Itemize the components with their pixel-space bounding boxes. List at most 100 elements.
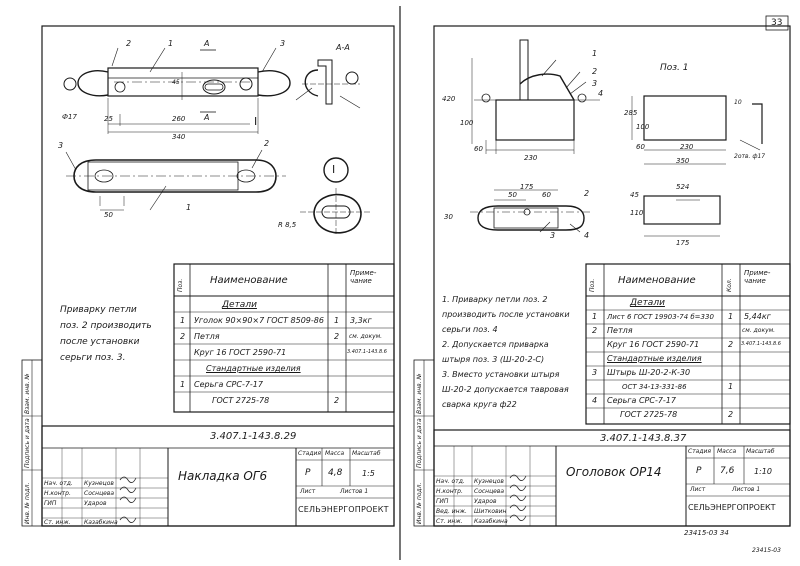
- left-row-1-note: 3,3кг: [350, 316, 372, 325]
- dim-340: 340: [172, 133, 186, 141]
- callout-2: 2: [126, 39, 132, 48]
- r-dim-524: 524: [676, 183, 690, 191]
- dim-25: 25: [104, 115, 113, 123]
- r-dim-175b: 175: [676, 239, 690, 247]
- r-staff-4-role: Ст. инж.: [436, 518, 463, 525]
- left-sheets: Листов 1: [340, 488, 369, 495]
- r-callout-4b: 4: [584, 231, 590, 240]
- r-dim-30: 30: [444, 213, 453, 221]
- left-staff-0-role: Нач. отд.: [44, 480, 73, 487]
- section-mark-top: А: [204, 39, 210, 48]
- left-head-scale: Масштаб: [352, 450, 381, 457]
- r-staff-3-role: Вед. инж.: [436, 508, 467, 515]
- left-note-2: поз. 2 производить: [60, 321, 152, 331]
- left-title: Накладка ОГ6: [178, 469, 268, 483]
- dim-50: 50: [104, 211, 113, 219]
- left-staff-4-role: Ст. инж.: [44, 519, 71, 526]
- left-row-2-name: Петля: [194, 332, 220, 341]
- r-org: СЕЛЬЭНЕРГОПРОЕКТ: [688, 503, 776, 512]
- r-row-2-note: см. докум.: [742, 327, 776, 334]
- r-row-4-name: Стандартные изделия: [607, 354, 702, 363]
- left-staff-1-role: Н.контр.: [44, 490, 71, 497]
- r-staff-4-name: Казабкина: [474, 518, 508, 525]
- callout-3b: 3: [58, 141, 64, 150]
- r-callout-4: 4: [598, 89, 604, 98]
- r-sheets: Листов 1: [732, 486, 761, 493]
- callout-1: 1: [168, 39, 174, 48]
- r-callout-3: 3: [592, 79, 598, 88]
- r-dim-60: 60: [474, 145, 483, 153]
- r-row-2-name: Петля: [607, 326, 633, 335]
- left-row-4-name: Стандартные изделия: [206, 364, 301, 373]
- r-dim-175: 175: [520, 183, 534, 191]
- r-callout-2b: 2: [584, 189, 590, 198]
- left-stage: Р: [305, 468, 311, 478]
- left-org: СЕЛЬЭНЕРГОПРОЕКТ: [298, 505, 389, 514]
- r-note-3: серьги поз. 4: [442, 325, 498, 334]
- left-head-stage: Стадия: [298, 450, 322, 457]
- dim-radius: R 8,5: [278, 221, 297, 229]
- r-callout-2: 2: [592, 67, 598, 76]
- r-dim-230: 230: [524, 154, 538, 162]
- section-label: А-А: [336, 43, 350, 52]
- dim-hole: Ф17: [62, 113, 77, 121]
- r-title: Оголовок ОР14: [566, 465, 662, 479]
- r-dim-110: 110: [630, 209, 644, 217]
- r-doc-code: 3.407.1-143.8.37: [600, 433, 687, 444]
- r-row-7-name: Серьга СРС-7-17: [607, 396, 676, 405]
- r-dim-285: 285: [624, 109, 638, 117]
- r-dim-100b: 100: [636, 123, 650, 131]
- left-col-pos: Поз.: [177, 278, 184, 292]
- left-staff-2-name: Ударов: [84, 500, 107, 507]
- r-sheet: Лист: [690, 486, 706, 493]
- left-row-3-note: 3.407.1-143.8.6: [347, 349, 387, 355]
- r-dim-420: 420: [442, 95, 456, 103]
- r-row-1-note: 5,44кг: [744, 312, 771, 321]
- r-dim-100: 100: [460, 119, 474, 127]
- left-col-note: Приме-чание: [350, 269, 377, 285]
- left-head-mass: Масса: [325, 450, 345, 457]
- left-row-2-pos: 2: [180, 332, 186, 341]
- left-row-1-qty: 1: [334, 316, 340, 325]
- left-note-3: после установки: [60, 337, 140, 347]
- left-scale: 1:5: [362, 469, 375, 478]
- page-number: 33: [771, 18, 783, 28]
- r-mass: 7,6: [720, 466, 735, 476]
- r-row-1-name: Лист 6 ГОСТ 19903-74 б=330: [607, 313, 714, 321]
- r-stage: Р: [696, 466, 702, 476]
- r-staff-0-name: Кузнецов: [474, 478, 504, 485]
- left-mass: 4,8: [328, 468, 343, 478]
- left-staff-0-name: Кузнецов: [84, 480, 114, 487]
- left-row-1-pos: 1: [180, 316, 186, 325]
- r-row-2-pos: 2: [592, 326, 598, 335]
- r-note-5: штыря поз. 3 (Ш-20-2-С): [442, 355, 545, 364]
- r-note-7: Ш-20-2 допускается тавровая: [442, 385, 569, 394]
- left-strip-2: Подпись и дата: [24, 418, 31, 468]
- r-col-note: Приме-чание: [744, 269, 771, 285]
- r-row-1-pos: 1: [592, 312, 598, 321]
- left-col-name: Наименование: [210, 275, 288, 286]
- r-row-1-qty: 1: [728, 312, 734, 321]
- left-note-4: серьги поз. 3.: [60, 353, 126, 363]
- r-staff-1-name: Соснцева: [474, 488, 505, 495]
- left-staff-2-role: ГИП: [44, 500, 57, 507]
- left-row-2-qty: 2: [334, 332, 340, 341]
- r-head-stage: Стадия: [688, 448, 712, 455]
- corner-stamp: 23415-03: [752, 547, 781, 554]
- left-row-2-note: см. докум.: [349, 333, 383, 340]
- r-head-scale: Масштаб: [746, 448, 775, 455]
- left-row-5-name: Серьга СРС-7-17: [194, 380, 263, 389]
- r-row-0-name: Детали: [630, 298, 665, 308]
- r-dim-10: 10: [734, 99, 742, 106]
- r-callout-3b: 3: [550, 231, 556, 240]
- r-poz-label: Поз. 1: [660, 63, 689, 73]
- detail-mark: I: [254, 115, 258, 128]
- callout-1b: 1: [186, 203, 192, 212]
- r-note-2: производить после установки: [442, 310, 570, 319]
- left-strip-1: Инв. № подл.: [24, 482, 31, 524]
- left-note-1: Приварку петли: [60, 305, 137, 315]
- callout-2b: 2: [264, 139, 270, 148]
- r-row-5-name: Штырь Ш-20-2-К-30: [607, 368, 691, 377]
